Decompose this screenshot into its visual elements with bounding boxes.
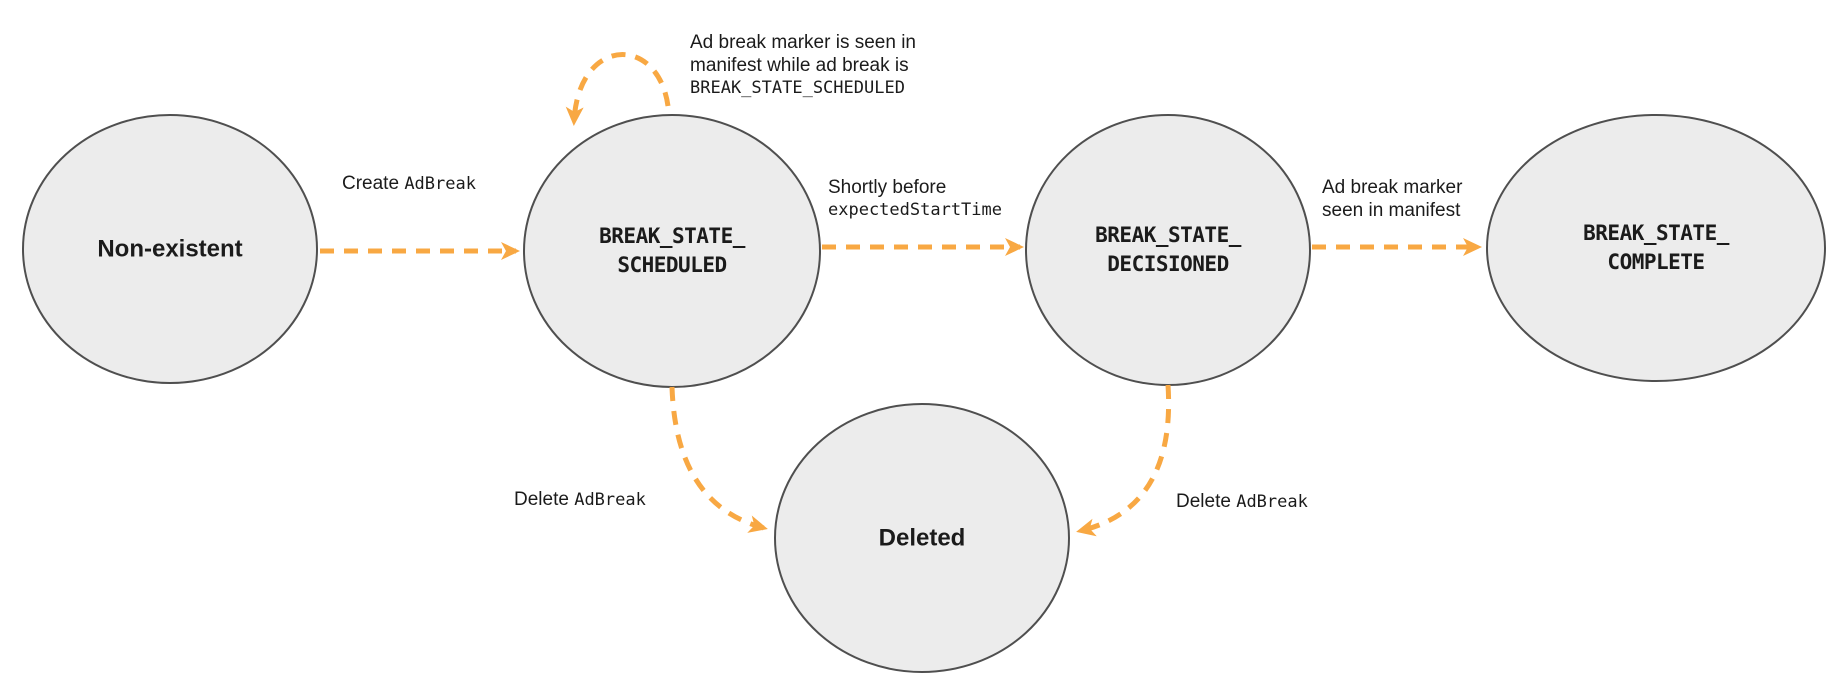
edge-label-self-loop: Ad break marker is seen in manifest whil… [690, 31, 916, 100]
edge-label-code: AdBreak [404, 174, 476, 194]
state-label-scheduled: BREAK_STATE_ SCHEDULED [599, 222, 745, 280]
arrow-decisioned-to-deleted [1076, 384, 1172, 537]
state-label-line: BREAK_STATE_ [1583, 221, 1729, 245]
edge-label-text: Delete [514, 489, 575, 510]
edge-label-text: Delete [1176, 491, 1237, 512]
edge-label-line: manifest while ad break is [690, 55, 909, 76]
state-circle-deleted [774, 403, 1070, 673]
state-label-line: DECISIONED [1107, 252, 1229, 276]
arrow-self-loop-scheduled [565, 52, 671, 126]
arrow-scheduled-to-deleted [669, 386, 768, 533]
edge-label-code: AdBreak [574, 490, 646, 510]
state-label-line: BREAK_STATE_ [599, 224, 745, 248]
edge-label-line: seen in manifest [1322, 200, 1461, 221]
edge-label-code: expectedStartTime [828, 200, 1002, 220]
state-label-deleted: Deleted [878, 524, 966, 552]
edge-label-delete-adbreak-right: Delete AdBreak [1176, 490, 1308, 514]
edge-label-line: Ad break marker is seen in [690, 32, 916, 53]
edge-label-marker-seen: Ad break marker seen in manifest [1322, 176, 1462, 222]
state-circle-complete [1486, 114, 1826, 382]
state-label-non-existent: Non-existent [97, 235, 243, 263]
edge-label-create-adbreak: Create AdBreak [342, 172, 476, 196]
state-label-line: SCHEDULED [617, 253, 727, 277]
edge-label-shortly-before: Shortly before expectedStartTime [828, 176, 1002, 222]
edge-label-line: Ad break marker [1322, 177, 1463, 198]
state-label-line: BREAK_STATE_ [1095, 223, 1241, 247]
state-label-line: COMPLETE [1607, 250, 1705, 274]
edge-label-delete-adbreak-left: Delete AdBreak [514, 488, 646, 512]
state-label-complete: BREAK_STATE_ COMPLETE [1583, 219, 1729, 277]
edge-label-code: BREAK_STATE_SCHEDULED [690, 78, 905, 98]
state-circle-non-existent [22, 114, 318, 384]
edge-label-line: Shortly before [828, 177, 947, 198]
state-label-decisioned: BREAK_STATE_ DECISIONED [1095, 221, 1241, 279]
edge-label-text: Create [342, 173, 405, 194]
edge-label-code: AdBreak [1236, 492, 1308, 512]
